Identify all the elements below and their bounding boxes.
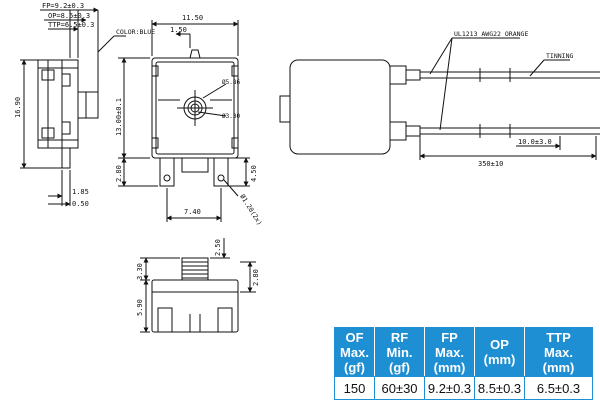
dim-1-85: 1.85 [72,188,89,196]
value-fp: 9.2±0.3 [424,376,475,400]
dim-op: OP=8.5±0.3 [48,12,90,20]
value-of: 150 [334,376,375,400]
dim-pin-4-50: 4.50 [250,165,258,182]
bottom-view [140,238,256,333]
dim-bottom-2-50: 2.50 [214,239,222,256]
dim-fp: FP=9.2±0.3 [42,2,84,10]
front-view [118,20,250,222]
wire-spec: UL1213 AWG22 ORANGE [454,30,528,38]
dim-wire-length: 350±10 [478,160,503,168]
tinning-label: TINNING [546,52,573,60]
header-fp: FP Max. (mm) [424,327,475,377]
dim-pin-hole: Ø1.20(2x) [238,193,263,227]
value-rf: 60±30 [374,376,425,400]
dim-height-13-00: 13.00±0.1 [115,98,123,136]
dim-hole-3-30: Ø3.30 [222,113,240,120]
dim-hole-5-86: Ø5.86 [222,79,240,86]
dim-pin-2-80: 2.80 [115,165,123,182]
value-op: 8.5±0.3 [474,376,525,400]
color-label: COLOR:BLUE [116,28,155,36]
dim-height-total: 16.90 [14,97,22,118]
dim-0-50: 0.50 [72,200,89,208]
dim-width-1-50: 1.50 [170,26,187,34]
value-ttp: 6.5±0.3 [524,376,593,400]
spec-value-row: 150 60±30 9.2±0.3 8.5±0.3 6.5±0.3 [334,376,593,400]
side-view [20,7,126,207]
dim-bottom-2-80: 2.80 [252,269,260,286]
dim-bottom-5-90: 5.90 [136,299,144,316]
spec-header-row: OF Max. (gf) RF Min. (gf) FP Max. (mm) O… [334,327,593,377]
header-rf: RF Min. (gf) [374,327,425,377]
dim-tin-length: 10.0±3.0 [518,138,552,146]
dim-pin-7-40: 7.40 [184,208,201,216]
header-op: OP (mm) [474,327,525,377]
spec-table: OF Max. (gf) RF Min. (gf) FP Max. (mm) O… [334,327,593,400]
header-ttp: TTP Max. (mm) [524,327,593,377]
dim-width-11-50: 11.50 [182,14,203,22]
dim-bottom-3-30: 3.30 [136,263,144,280]
wired-view [279,37,600,160]
header-of: OF Max. (gf) [334,327,375,377]
dim-ttp: TTP=6.5±0.3 [48,21,94,29]
